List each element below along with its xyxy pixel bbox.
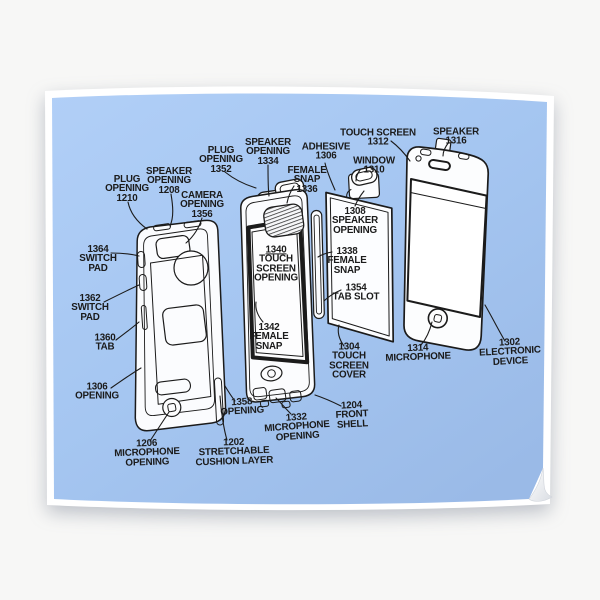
page-curl: [528, 467, 553, 502]
leader-1306-adhesive: [324, 162, 336, 191]
leader-1204: [314, 394, 342, 407]
leader-1362: [103, 284, 140, 303]
leader-1354: [323, 289, 342, 302]
leader-1334: [267, 164, 270, 197]
leader-1316: [442, 141, 450, 157]
leader-1364: [110, 252, 140, 257]
leader-1206: [149, 411, 170, 442]
leader-1314: [420, 321, 433, 346]
leader-1308: [354, 190, 365, 207]
electronic-device-drawing: [403, 137, 490, 351]
leader-1208: [169, 193, 174, 227]
leader-1202: [219, 395, 228, 441]
leader-1304: [337, 324, 345, 347]
front-shell-drawing: [240, 178, 325, 409]
leader-1336: [286, 185, 295, 204]
leader-1310: [355, 169, 361, 182]
leader-1360: [115, 321, 140, 341]
leader-1338: [317, 251, 333, 258]
leader-1358: [224, 385, 236, 402]
cushion-layer-drawing: [134, 219, 227, 432]
leader-1210: [127, 201, 148, 230]
leader-1342: [255, 301, 264, 323]
leader-1332: [275, 397, 292, 415]
leader-1306-opening: [110, 367, 142, 389]
leader-1302: [484, 304, 506, 342]
leader-lines: [103, 140, 506, 442]
leader-1352: [224, 171, 257, 189]
leader-1312: [390, 140, 411, 162]
touch-screen-cover-drawing: [325, 166, 395, 343]
leader-1356: [185, 217, 203, 244]
